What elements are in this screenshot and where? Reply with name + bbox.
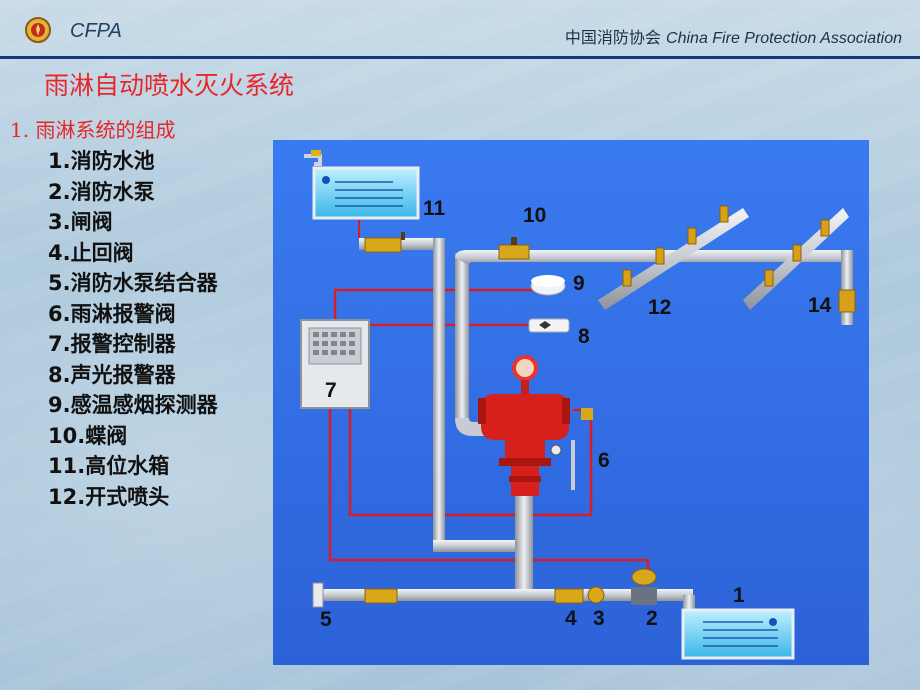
- list-item: 1.消防水池: [48, 149, 155, 173]
- organization-name-en: China Fire Protection Association: [666, 30, 902, 47]
- list-item: 8.声光报警器: [48, 362, 176, 387]
- heat-smoke-detector-icon: [530, 275, 566, 296]
- organization-name-cn: 中国消防协会: [564, 28, 661, 47]
- label-7: 7: [325, 379, 337, 402]
- label-1: 1: [733, 584, 745, 607]
- label-8: 8: [578, 325, 590, 348]
- header-divider: [0, 56, 920, 59]
- list-item: 11.高位水箱: [48, 454, 170, 478]
- brand-name: CFPA: [70, 20, 122, 42]
- label-6: 6: [598, 449, 610, 472]
- pump-adapter-valve-icon: [364, 588, 398, 604]
- deluge-alarm-valve-icon: [478, 355, 593, 496]
- pump-connector-inlet-icon: [312, 582, 324, 608]
- fire-water-pool-icon: [681, 608, 795, 660]
- label-5: 5: [320, 608, 332, 631]
- list-item: 12.开式喷头: [48, 484, 170, 509]
- section-subtitle: 1. 雨淋系统的组成: [10, 118, 176, 142]
- butterfly-valve-icon: [498, 237, 530, 260]
- high-level-water-tank: [304, 150, 420, 220]
- label-4: 4: [565, 607, 577, 630]
- label-2: 2: [646, 607, 658, 630]
- component-list: 1.消防水池 2.消防水泵 3.闸阀 4.止回阀 5.消防水泵结合器 6.雨淋报…: [48, 146, 218, 512]
- deluge-system-diagram: 11 10 9 8 7 6 12 14 5 4 3 2 1: [273, 140, 869, 665]
- list-item: 2.消防水泵: [48, 179, 155, 204]
- list-item: 6.雨淋报警阀: [48, 301, 176, 326]
- gate-valve-icon: [364, 232, 405, 253]
- label-9: 9: [573, 272, 585, 295]
- label-14: 14: [808, 294, 832, 317]
- list-item: 4.止回阀: [48, 240, 134, 265]
- label-11: 11: [423, 197, 446, 220]
- check-valve-icon: [554, 588, 584, 604]
- label-12: 12: [648, 296, 671, 319]
- list-item: 3.闸阀: [48, 210, 113, 234]
- sound-light-alarm-icon: [528, 318, 570, 333]
- list-item: 7.报警控制器: [48, 332, 176, 356]
- cfpa-logo-icon: [25, 17, 51, 43]
- fire-pump-icon: [631, 568, 657, 605]
- header: CFPA 中国消防协会 China Fire Protection Associ…: [0, 0, 920, 62]
- sprinkler-branches: [598, 205, 856, 313]
- list-item: 5.消防水泵结合器: [48, 271, 218, 295]
- label-3: 3: [593, 607, 605, 630]
- alarm-controller-icon: [300, 319, 370, 409]
- page-title: 雨淋自动喷水灭火系统: [44, 71, 295, 100]
- list-item: 10.蝶阀: [48, 423, 128, 448]
- list-item: 9.感温感烟探测器: [48, 393, 218, 417]
- label-10: 10: [523, 204, 546, 227]
- diagram-background: [273, 140, 869, 665]
- organization-name: 中国消防协会 China Fire Protection Association: [565, 24, 902, 48]
- gate-valve-pump-icon: [587, 586, 605, 604]
